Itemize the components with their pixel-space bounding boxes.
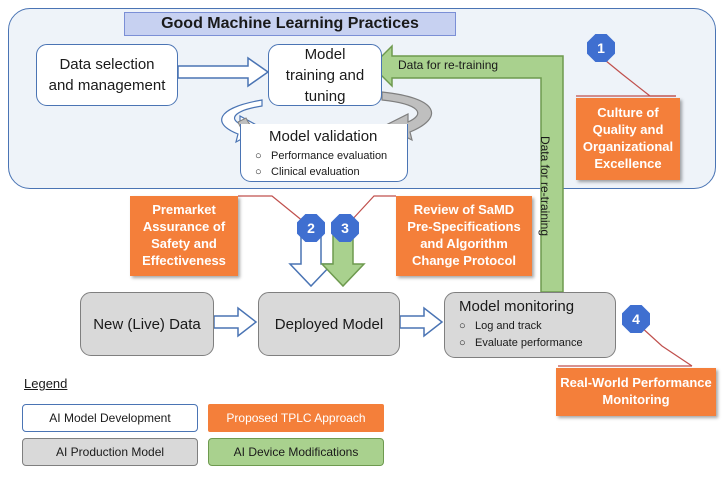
model-validation-box: Model validation ○Performance evaluation… bbox=[240, 124, 408, 182]
legend-proposed-tplc: Proposed TPLC Approach bbox=[208, 404, 384, 432]
retraining-vertical-label: Data for re-training bbox=[538, 135, 552, 237]
leader-rwpm bbox=[639, 325, 693, 367]
data-selection-box: Data selection and management bbox=[36, 44, 178, 106]
leader-premarket bbox=[238, 195, 305, 223]
deployed-model-label: Deployed Model bbox=[274, 315, 384, 333]
legend-ai-model-development: AI Model Development bbox=[22, 404, 198, 432]
monitoring-item: ○Evaluate performance bbox=[459, 334, 615, 353]
badge-4: 4 bbox=[622, 305, 650, 333]
model-validation-label: Model validation bbox=[269, 128, 378, 145]
leader-culture bbox=[599, 55, 676, 97]
callout-review: Review of SaMD Pre-Specifications and Al… bbox=[396, 196, 532, 276]
validation-item: ○Clinical evaluation bbox=[255, 163, 407, 182]
arrow-retraining bbox=[370, 44, 564, 293]
monitoring-item: ○Log and track bbox=[459, 317, 615, 336]
callout-culture: Culture of Quality and Organizational Ex… bbox=[576, 98, 680, 180]
model-training-box: Model training and tuning bbox=[268, 44, 382, 106]
arrow-selection-to-training bbox=[177, 56, 270, 88]
arrow-newdata-to-deployed bbox=[213, 306, 258, 338]
new-data-label: New (Live) Data bbox=[93, 315, 201, 333]
bullet-circle-icon: ○ bbox=[459, 320, 466, 332]
callout-rwpm: Real-World Performance Monitoring bbox=[556, 368, 716, 416]
validation-item: ○Performance evaluation bbox=[255, 147, 407, 166]
data-selection-label: Data selection and management bbox=[48, 56, 166, 94]
deployed-model-box: Deployed Model bbox=[258, 292, 400, 356]
badge-3: 3 bbox=[331, 214, 359, 242]
model-training-label: Model training and tuning bbox=[285, 45, 365, 105]
model-monitoring-box: Model monitoring ○Log and track ○Evaluat… bbox=[444, 292, 616, 358]
badge-1: 1 bbox=[587, 34, 615, 62]
bullet-circle-icon: ○ bbox=[255, 150, 262, 162]
model-monitoring-label: Model monitoring bbox=[459, 298, 575, 315]
legend-ai-device-modifications: AI Device Modifications bbox=[208, 438, 384, 466]
arrow-deployed-to-monitoring bbox=[399, 306, 444, 338]
legend-title: Legend bbox=[24, 376, 68, 391]
new-data-box: New (Live) Data bbox=[80, 292, 214, 356]
gmlp-title: Good Machine Learning Practices bbox=[124, 12, 456, 36]
callout-premarket: Premarket Assurance of Safety and Effect… bbox=[130, 196, 238, 276]
badge-2: 2 bbox=[297, 214, 325, 242]
bullet-circle-icon: ○ bbox=[459, 337, 466, 349]
leader-review bbox=[349, 195, 396, 223]
retraining-horizontal-label: Data for re-training bbox=[398, 58, 499, 72]
legend-ai-production-model: AI Production Model bbox=[22, 438, 198, 466]
bullet-circle-icon: ○ bbox=[255, 166, 262, 178]
